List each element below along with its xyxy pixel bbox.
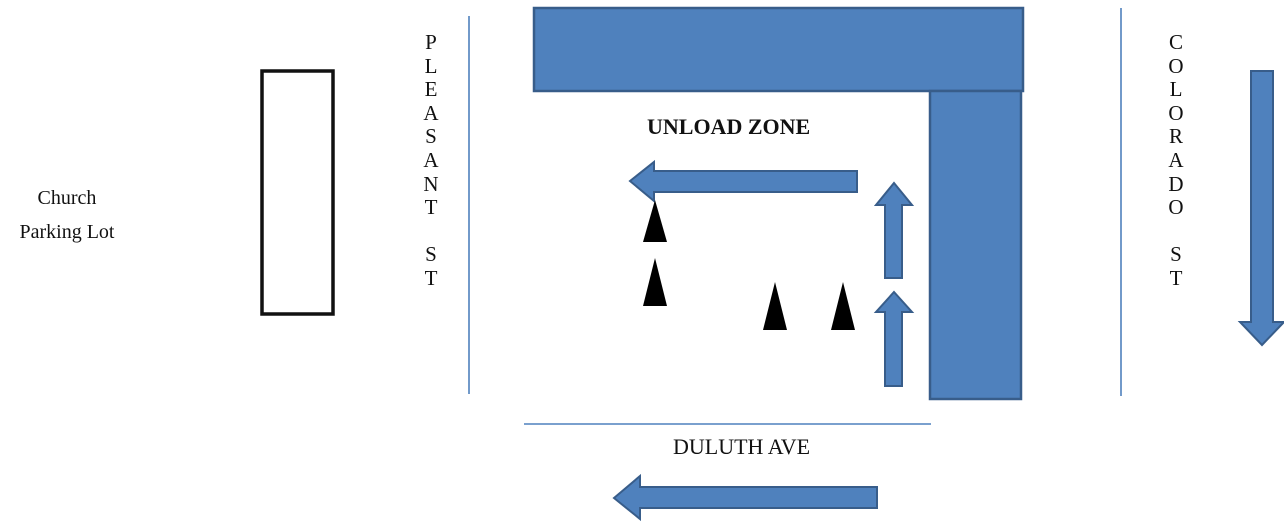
pleasant-st-letter: E	[424, 77, 438, 102]
left-arrow-duluth	[612, 473, 878, 522]
unload-zone-label: UNLOAD ZONE	[647, 114, 811, 139]
pleasant-st-letter: A	[423, 147, 439, 172]
duluth-ave-label: DULUTH AVE	[673, 434, 811, 459]
cone-icon	[643, 200, 667, 242]
pleasant-st-letter: T	[424, 265, 438, 290]
up-arrow-upper	[873, 181, 915, 279]
down-arrow-colorado	[1237, 70, 1284, 347]
colorado-st-letter: C	[1168, 30, 1183, 54]
left-arrow-unload	[628, 159, 858, 204]
pleasant-st-letter: T	[424, 195, 438, 220]
pleasant-st-letter: S	[425, 242, 437, 267]
colorado-st-letter: O	[1168, 100, 1184, 125]
church-parking-lot-label: Church Parking Lot	[8, 181, 126, 249]
building-side-wing	[928, 89, 1023, 401]
cone-icon	[643, 258, 667, 306]
colorado-st-letter: S	[1170, 242, 1182, 267]
colorado-st-letter: O	[1168, 195, 1184, 220]
cone-icon	[831, 282, 855, 330]
up-arrow-lower	[873, 290, 915, 387]
church-label-line2: Parking Lot	[19, 221, 115, 243]
pleasant-st-letter: S	[425, 124, 437, 149]
colorado-st-letter: O	[1168, 53, 1184, 78]
pleasant-st-letter: P	[425, 30, 437, 54]
church-parking-lot	[260, 69, 335, 316]
colorado-st-letter: T	[1169, 265, 1183, 290]
church-label-line1: Church	[37, 187, 97, 209]
colorado-st-letter: A	[1168, 147, 1184, 172]
colorado-st-letter: L	[1169, 77, 1183, 102]
colorado-st-letter: R	[1168, 124, 1183, 149]
pleasant-st-letter: N	[423, 171, 439, 196]
cone-icon	[763, 282, 787, 330]
colorado-st-letter: D	[1168, 171, 1184, 196]
building-top-wing	[532, 6, 1025, 93]
pleasant-st-letter: A	[423, 100, 439, 125]
pleasant-st-letter: L	[424, 53, 438, 78]
